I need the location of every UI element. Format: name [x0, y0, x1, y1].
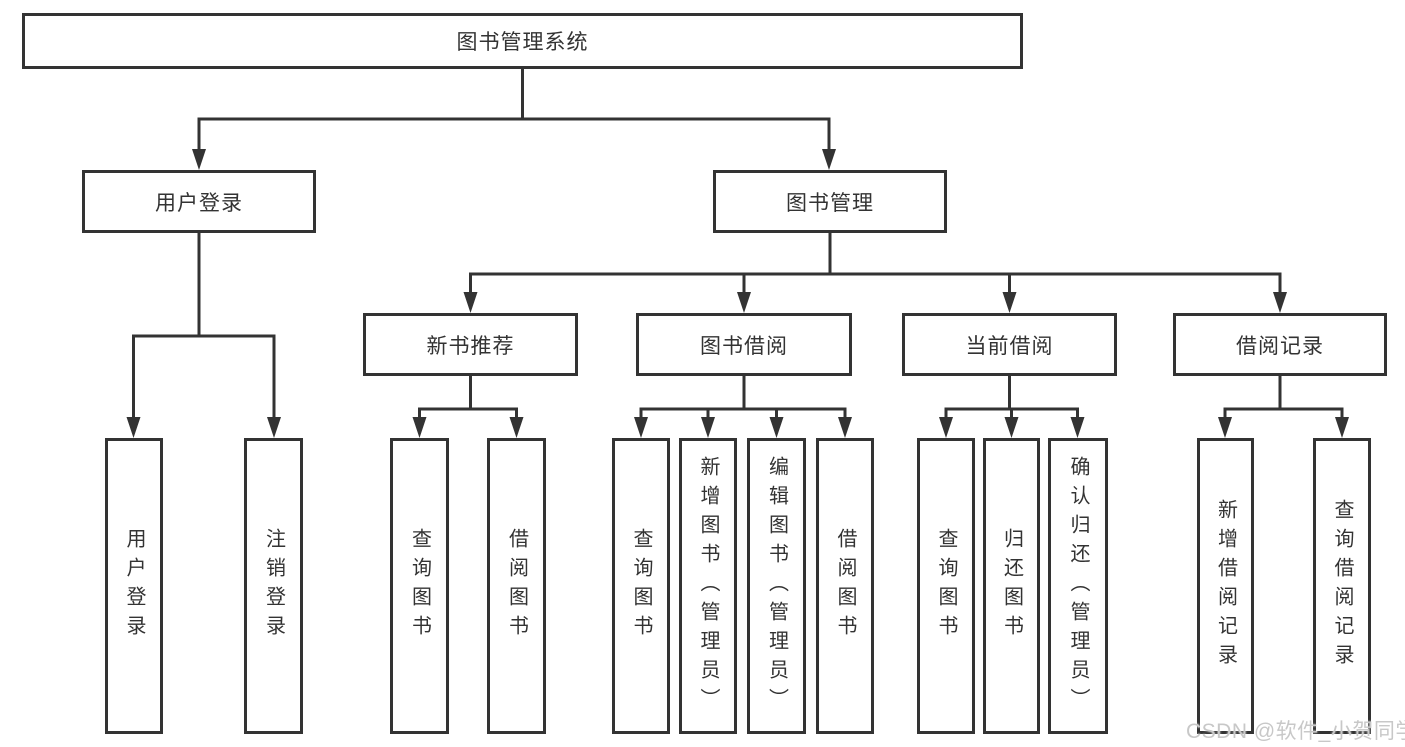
node-root-label: 图书管理系统	[456, 31, 589, 54]
node-borrow-records: 借阅记录	[1173, 313, 1387, 376]
leaf-logout: 注销登录	[244, 438, 303, 734]
arrowhead-icons	[126, 149, 1349, 438]
leaf-label: 查询借阅记录	[1331, 499, 1353, 673]
leaf-add-borrow-record: 新增借阅记录	[1197, 438, 1254, 734]
leaf-borrow-books-recommend: 借阅图书	[487, 438, 546, 734]
leaf-label: 查询图书	[630, 528, 652, 644]
node-label: 借阅记录	[1236, 334, 1324, 358]
leaf-query-books-recommend: 查询图书	[390, 438, 449, 734]
leaf-label: 新增图书（管理员）	[697, 455, 719, 717]
leaf-label: 查询图书	[408, 528, 431, 644]
leaf-add-books-admin: 新增图书（管理员）	[679, 438, 737, 734]
leaf-label: 确认归还（管理员）	[1067, 455, 1089, 717]
leaf-query-borrow-record: 查询借阅记录	[1313, 438, 1371, 734]
leaf-label: 用户登录	[123, 528, 145, 644]
node-new-book-recommend: 新书推荐	[363, 313, 578, 376]
node-book-management: 图书管理	[713, 170, 947, 233]
leaf-query-books-current: 查询图书	[917, 438, 975, 734]
leaf-label: 归还图书	[1000, 528, 1023, 644]
leaf-user-login: 用户登录	[105, 438, 163, 734]
leaf-label: 注销登录	[262, 528, 285, 644]
leaf-query-books-borrow: 查询图书	[612, 438, 670, 734]
leaf-label: 查询图书	[935, 528, 957, 644]
node-root: 图书管理系统	[22, 13, 1023, 69]
node-label: 图书管理	[786, 191, 874, 215]
leaf-confirm-return-admin: 确认归还（管理员）	[1048, 438, 1108, 734]
leaf-return-books: 归还图书	[983, 438, 1040, 734]
node-book-borrow: 图书借阅	[636, 313, 852, 376]
leaf-label: 借阅图书	[834, 528, 856, 644]
leaf-borrow-books: 借阅图书	[816, 438, 874, 734]
node-current-borrow: 当前借阅	[902, 313, 1117, 376]
watermark: CSDN @软件_小贺同学	[1186, 720, 1405, 743]
node-label: 新书推荐	[426, 334, 515, 358]
node-label: 用户登录	[155, 191, 243, 215]
leaf-edit-books-admin: 编辑图书（管理员）	[747, 438, 806, 734]
connector-stems	[132, 67, 1344, 422]
leaf-label: 借阅图书	[505, 528, 528, 644]
node-user-login-branch: 用户登录	[82, 170, 316, 233]
leaf-label: 编辑图书（管理员）	[765, 455, 788, 717]
node-label: 当前借阅	[965, 334, 1054, 358]
leaf-label: 新增借阅记录	[1214, 499, 1237, 673]
node-label: 图书借阅	[700, 334, 788, 358]
